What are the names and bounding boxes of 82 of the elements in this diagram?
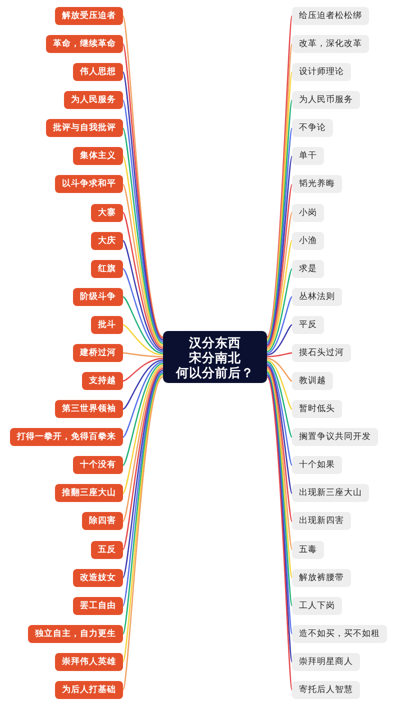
topic-tag: 革命，继续革命 [46, 35, 123, 54]
question-line: 宋分南北 [189, 350, 241, 364]
topic-tag: 不争论 [292, 119, 333, 138]
topic-tag: 第三世界领袖 [55, 400, 123, 418]
connector-line [266, 240, 293, 351]
connector-line [266, 324, 292, 356]
topic-tag: 小渔 [292, 232, 324, 250]
topic-tag: 寄托后人智慧 [292, 680, 360, 699]
connector-line [122, 212, 164, 349]
topic-tag: 出现新三座大山 [292, 484, 369, 502]
topic-tag: 暂时低头 [292, 400, 342, 418]
connector-line [266, 364, 293, 494]
connector-line [122, 268, 164, 352]
topic-tag: 五反 [91, 540, 123, 559]
connector-line [266, 156, 293, 346]
connector-line [122, 361, 164, 438]
connector-line [122, 366, 164, 522]
topic-tag: 为后人打基础 [55, 680, 123, 699]
connector-line [122, 364, 164, 494]
connector-line [266, 358, 292, 382]
connector-line [266, 296, 292, 354]
connector-line [266, 361, 293, 438]
connector-line [266, 366, 293, 522]
topic-tag: 推翻三座大山 [55, 484, 123, 502]
connector-line [122, 358, 164, 382]
topic-tag: 伟人思想 [73, 63, 123, 82]
connector-line [122, 324, 164, 356]
topic-tag: 为人民服务 [64, 91, 123, 110]
topic-tag: 崇拜明星商人 [292, 652, 360, 671]
topic-tag: 为人民币服务 [292, 91, 360, 110]
topic-tag: 解放受压迫者 [55, 7, 123, 25]
topic-tag: 批评与自我批评 [46, 119, 123, 138]
topic-tag: 造不如买，买不如租 [292, 624, 387, 643]
topic-tag: 小岗 [292, 204, 324, 222]
topic-tag: 除四害 [82, 512, 123, 530]
topic-tag: 丛林法则 [292, 288, 342, 306]
topic-tag: 批斗 [91, 316, 123, 334]
topic-tag: 集体主义 [73, 147, 123, 166]
connector-line [122, 352, 163, 358]
topic-tag: 韬光养晦 [292, 175, 342, 194]
topic-tag: 解放裤腰带 [292, 568, 351, 587]
connector-line [122, 359, 164, 410]
topic-tag: 打得一拳开，免得百拳来 [10, 428, 123, 446]
connector-line [122, 240, 164, 351]
topic-tag: 十个如果 [292, 456, 342, 474]
topic-tag: 出现新四害 [292, 512, 351, 530]
topic-tag: 支持越 [82, 372, 123, 390]
topic-tag: 设计师理论 [292, 63, 351, 82]
connector-line [266, 368, 293, 550]
topic-tag: 摸石头过河 [292, 344, 351, 362]
topic-tag: 改革，深化改革 [292, 35, 369, 54]
connector-line [266, 360, 292, 410]
connector-line [122, 184, 164, 348]
topic-tag: 建桥过河 [73, 344, 123, 362]
topic-tag: 教训越 [292, 372, 333, 390]
topic-tag: 改造妓女 [73, 568, 123, 587]
topic-tag: 平反 [292, 316, 324, 334]
topic-tag: 求是 [292, 260, 324, 278]
connector-line [122, 296, 164, 354]
question-line: 何以分前后？ [176, 364, 254, 380]
topic-tag: 以斗争求和平 [55, 175, 123, 194]
topic-tag: 工人下岗 [292, 596, 342, 615]
topic-tag: 大庆 [91, 232, 123, 250]
connector-line [122, 362, 164, 466]
topic-tag: 给压迫者松松绑 [292, 7, 369, 25]
topic-tag: 单干 [292, 147, 324, 166]
connector-line [266, 268, 293, 352]
connector-line [266, 362, 293, 466]
topic-tag: 红旗 [91, 260, 123, 278]
topic-tag: 独立自主，自力更生 [28, 624, 123, 643]
connector-line [266, 352, 292, 358]
central-topic-box [163, 331, 267, 383]
topic-tag: 大寨 [91, 204, 123, 222]
topic-tag: 搁置争议共同开发 [292, 428, 378, 446]
connector-line [266, 212, 293, 349]
topic-tag: 五毒 [292, 540, 324, 559]
topic-tag: 罢工自由 [73, 596, 123, 615]
topic-tag: 十个没有 [73, 456, 123, 474]
connector-line [266, 184, 293, 348]
topic-tag: 崇拜伟人英雄 [55, 652, 123, 671]
question-line: 汉分东西 [189, 334, 241, 350]
topic-tag: 阶级斗争 [73, 288, 123, 306]
